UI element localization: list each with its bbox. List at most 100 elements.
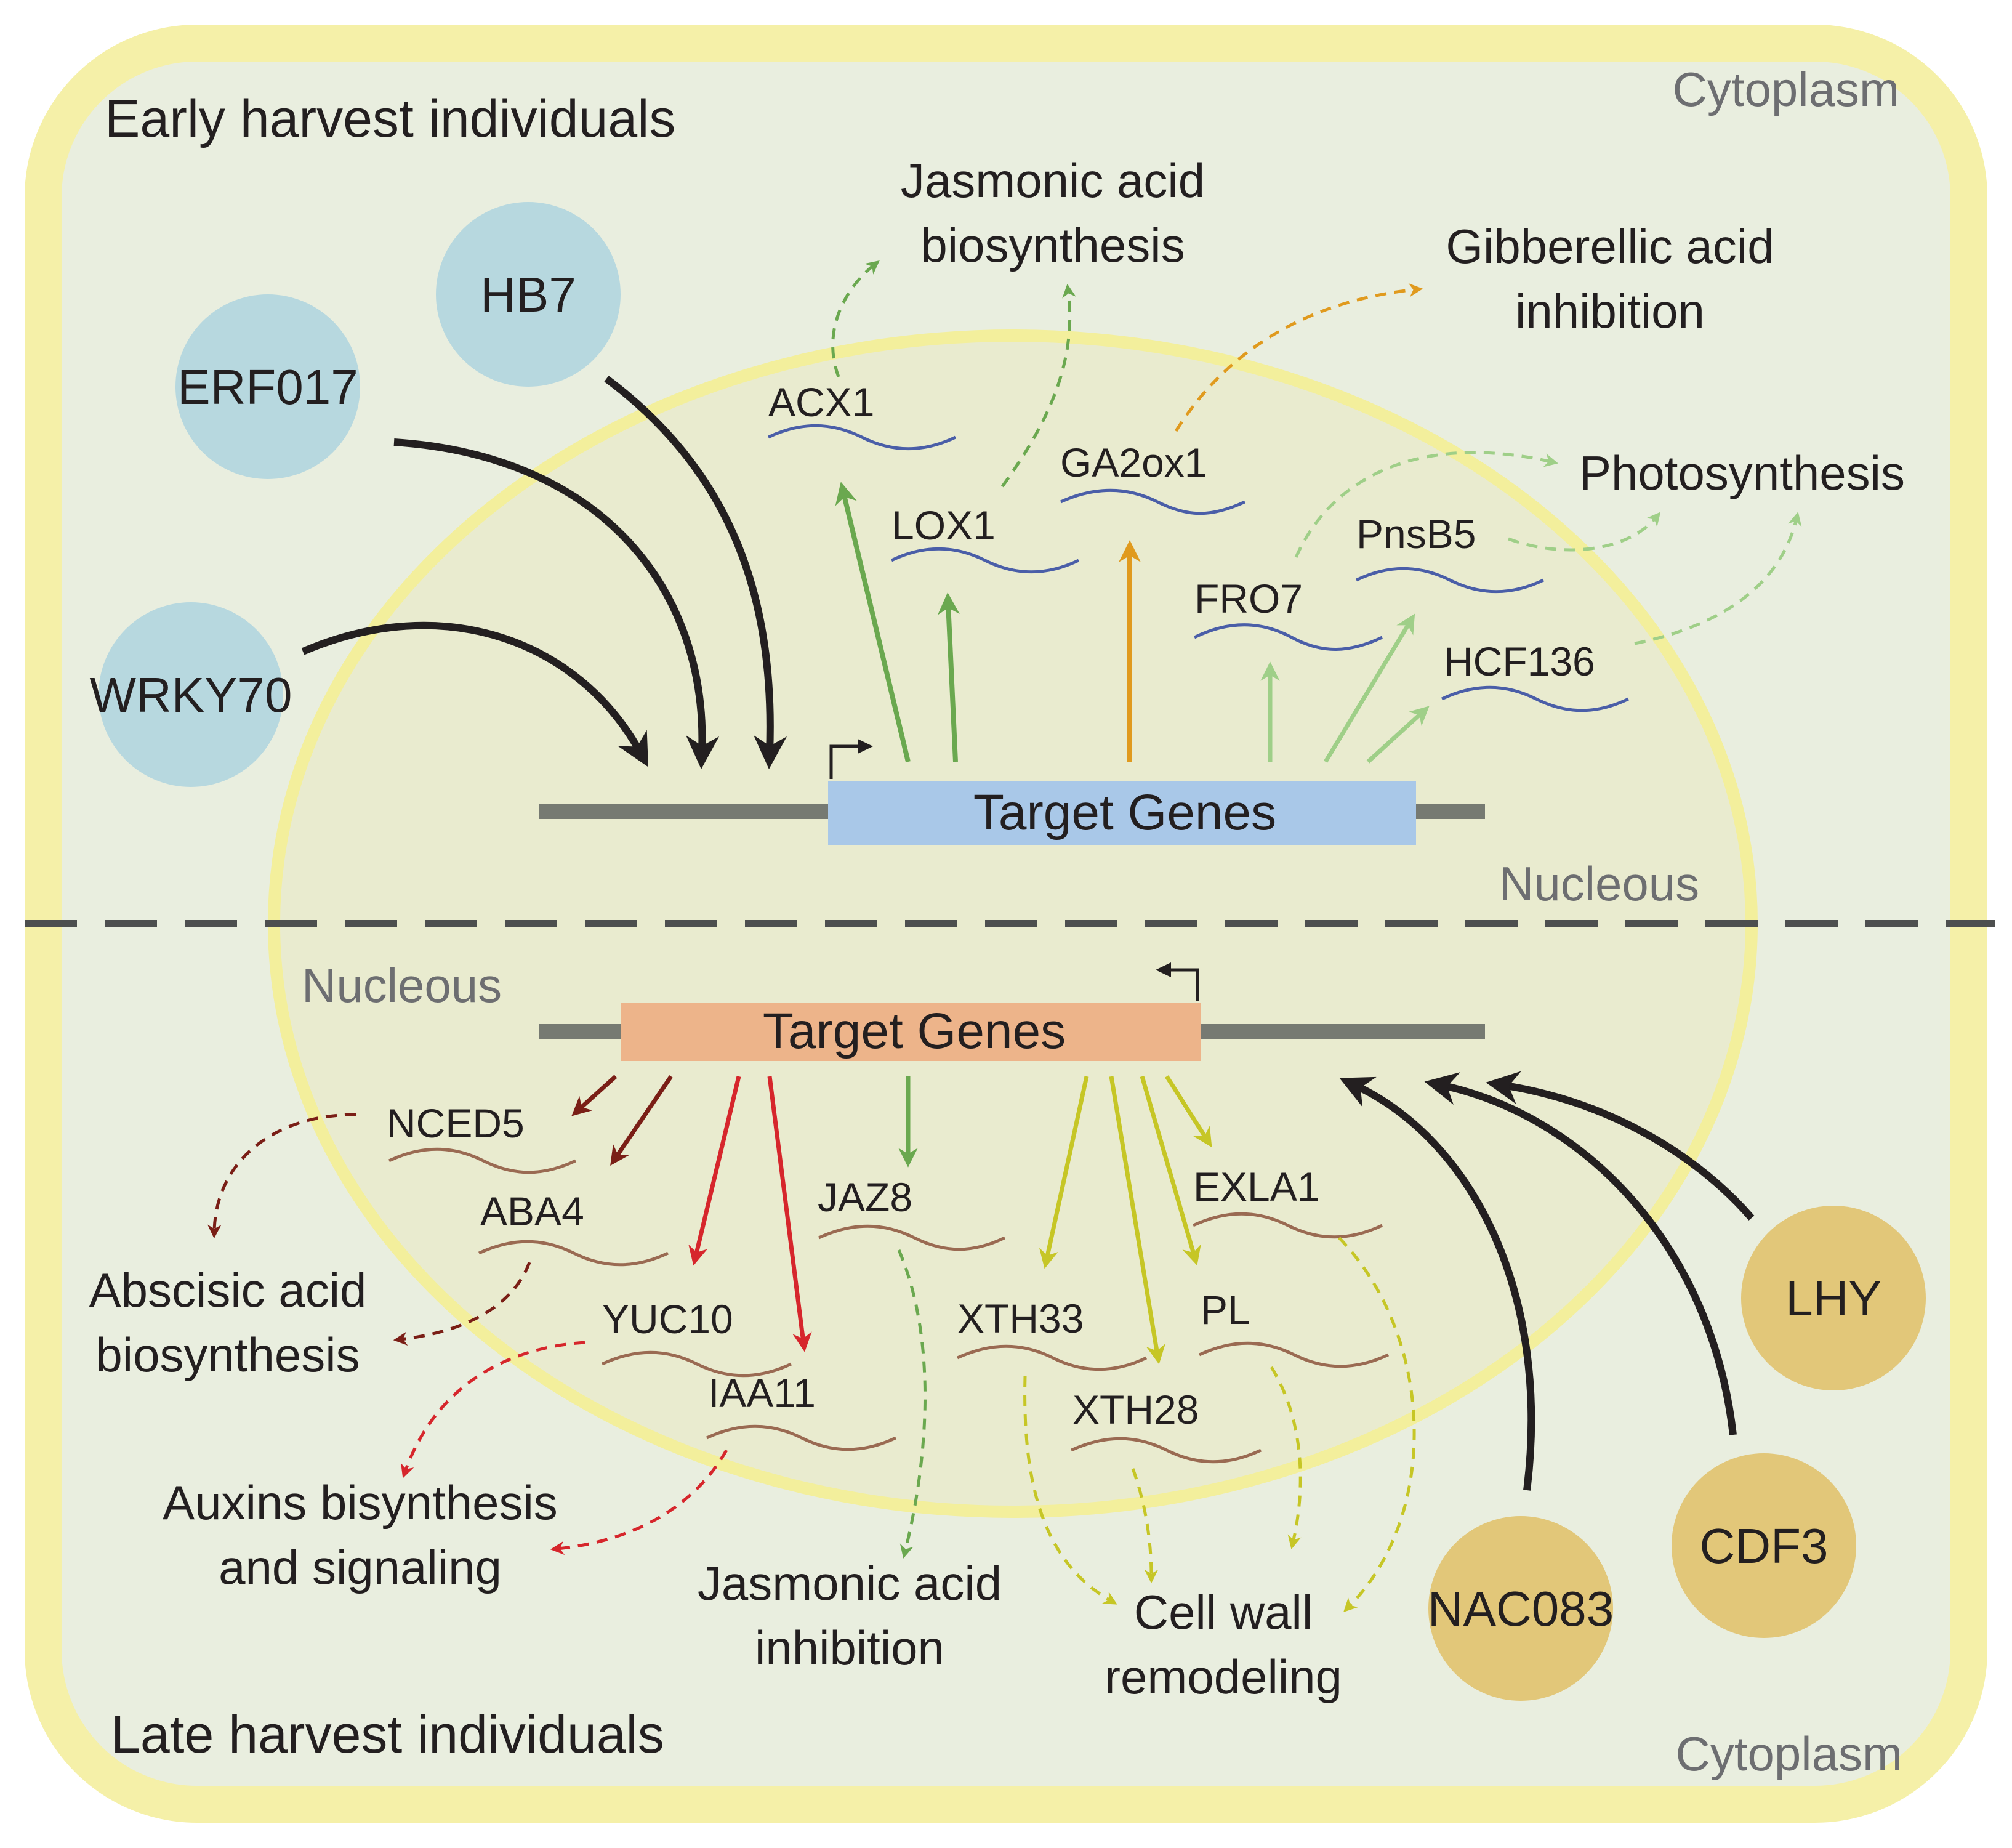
gene-label-xth33: XTH33	[957, 1296, 1084, 1341]
gene-label-hcf136: HCF136	[1444, 639, 1595, 684]
dashed-arrow-xth28-to-cellwall	[1131, 1468, 1159, 1584]
dashed-arrow-exla1-to-cellwall	[1338, 1237, 1416, 1612]
process-cellwall-line2: remodeling	[1105, 1650, 1342, 1704]
tf-label-wrky70: WRKY70	[90, 668, 292, 722]
arrow-target-to-pl	[1140, 1076, 1201, 1266]
gene-label-lox1: LOX1	[891, 502, 996, 548]
process-photosynthesis: Photosynthesis	[1579, 446, 1905, 500]
transcript-iaa11	[706, 1424, 897, 1451]
gene-label-fro7: FRO7	[1194, 576, 1303, 621]
dashed-arrow-yuc10-to-auxins	[401, 1341, 585, 1479]
tf-circle-hb7	[436, 202, 621, 387]
target-genes-box-early	[828, 781, 1416, 845]
gene-label-acx1: ACX1	[768, 379, 874, 425]
nucleus-label-top: Nucleous	[1499, 857, 1699, 911]
tf-label-lhy: LHY	[1785, 1271, 1881, 1326]
process-jasmonic-biosynthesis-line2: biosynthesis	[920, 218, 1185, 272]
gene-label-pnsb5: PnsB5	[1356, 511, 1476, 557]
process-gibberellic-inhibition-line2: inhibition	[1515, 284, 1705, 338]
late-harvest-title: Late harvest individuals	[111, 1705, 664, 1764]
promoter-arrow-head-early	[858, 739, 873, 754]
promoter-arrow-late	[1167, 968, 1199, 1001]
tf-label-erf017: ERF017	[177, 360, 358, 414]
transcript-fro7	[1193, 623, 1383, 651]
arrow-lhy-to-target	[1486, 1071, 1755, 1221]
gene-label-iaa11: IAA11	[708, 1370, 816, 1416]
arrow-nac083-to-target	[1339, 1076, 1535, 1491]
gene-label-jaz8: JAZ8	[818, 1174, 912, 1220]
arrow-target-to-lox1	[937, 592, 960, 762]
dashed-arrow-xth33-to-cellwall	[1023, 1376, 1117, 1605]
arrow-target-to-xth28	[1109, 1076, 1165, 1365]
arrow-target-to-yuc10	[688, 1076, 741, 1266]
tf-circle-erf017	[175, 294, 360, 479]
transcript-yuc10	[601, 1350, 792, 1378]
promoter-arrow-early	[829, 744, 862, 779]
tf-label-hb7: HB7	[480, 267, 576, 322]
arrow-target-to-nced5	[571, 1075, 618, 1116]
transcript-nced5	[388, 1147, 577, 1174]
target-genes-label-late: Target Genes	[763, 1003, 1066, 1059]
arrow-target-to-hcf136	[1366, 706, 1430, 764]
arrow-hb7-to-target	[604, 376, 787, 769]
transcript-xth33	[956, 1344, 1148, 1371]
transcript-xth28	[1070, 1437, 1262, 1464]
dashed-arrow-lox1-to-jasmonic	[1000, 283, 1076, 488]
tf-circle-nac083	[1428, 1516, 1613, 1701]
transcript-hcf136	[1441, 685, 1630, 712]
process-auxins-line1: Auxins bisynthesis	[163, 1475, 558, 1530]
transcript-exla1	[1192, 1212, 1383, 1239]
gene-label-xth28: XTH28	[1072, 1387, 1199, 1432]
cytoplasm-label-bottom: Cytoplasm	[1676, 1727, 1902, 1781]
dashed-arrow-pl-to-cellwall	[1270, 1366, 1302, 1549]
gene-label-yuc10: YUC10	[602, 1296, 733, 1342]
arrow-target-to-acx1	[835, 482, 911, 762]
gene-label-pl: PL	[1201, 1287, 1250, 1333]
arrow-target-to-exla1	[1165, 1075, 1212, 1148]
tf-label-cdf3: CDF3	[1700, 1519, 1829, 1573]
target-genes-box-late	[621, 1003, 1201, 1061]
arrow-erf017-to-target	[393, 438, 719, 769]
promoter-arrow-head-late	[1156, 962, 1171, 977]
arrow-target-to-pnsb5	[1324, 613, 1415, 763]
transcript-aba4	[478, 1240, 669, 1267]
gene-label-ga2ox1: GA2ox1	[1060, 440, 1207, 485]
dashed-arrow-iaa11-to-auxins	[550, 1449, 728, 1555]
tf-circle-wrky70	[99, 602, 283, 787]
transcript-ga2ox1	[1060, 488, 1246, 515]
dashed-arrow-acx1-to-jasmonic	[831, 260, 880, 377]
arrow-wrky70-to-target	[301, 621, 649, 767]
process-cellwall-line1: Cell wall	[1134, 1585, 1313, 1639]
gene-label-exla1: EXLA1	[1193, 1164, 1319, 1209]
cytoplasm-label-top: Cytoplasm	[1673, 62, 1899, 116]
transcript-acx1	[767, 424, 957, 451]
process-auxins-line2: and signaling	[219, 1540, 502, 1594]
target-genes-label-early: Target Genes	[973, 785, 1276, 841]
process-abscisic-biosynthesis-line2: biosynthesis	[95, 1328, 360, 1382]
process-abscisic-biosynthesis-line1: Abscisic acid	[89, 1263, 367, 1317]
tf-label-nac083: NAC083	[1428, 1581, 1614, 1636]
process-jasmonic-biosynthesis-line1: Jasmonic acid	[901, 153, 1205, 208]
dashed-arrow-aba4-to-abscisic	[393, 1262, 531, 1346]
early-harvest-title: Early harvest individuals	[105, 89, 675, 148]
dashed-arrow-ga2ox1-to-gibberellic	[1174, 283, 1423, 432]
nucleus-label-bottom: Nucleous	[302, 958, 502, 1012]
process-jasmonic-inhibition-line2: inhibition	[755, 1621, 944, 1675]
tf-circle-cdf3	[1672, 1453, 1856, 1638]
transcript-lox1	[890, 547, 1080, 574]
gene-label-aba4: ABA4	[480, 1188, 584, 1234]
dashed-arrow-jaz8-to-jasmonic-inhibition	[897, 1249, 927, 1559]
arrow-target-to-iaa11	[767, 1076, 812, 1352]
dashed-arrow-pnsb5-to-photosynthesis	[1508, 512, 1661, 552]
transcript-pl	[1198, 1341, 1390, 1368]
dashed-arrow-nced5-to-abscisic	[207, 1113, 356, 1239]
arrow-target-to-xth33	[1039, 1076, 1089, 1269]
tf-circle-lhy	[1741, 1206, 1926, 1390]
transcript-jaz8	[818, 1224, 1006, 1251]
process-jasmonic-inhibition-line1: Jasmonic acid	[698, 1556, 1002, 1610]
transcript-pnsb5	[1355, 567, 1545, 594]
arrow-target-to-aba4	[610, 1075, 673, 1166]
process-gibberellic-inhibition-line1: Gibberellic acid	[1446, 219, 1774, 273]
arrow-cdf3-to-target	[1424, 1072, 1737, 1435]
